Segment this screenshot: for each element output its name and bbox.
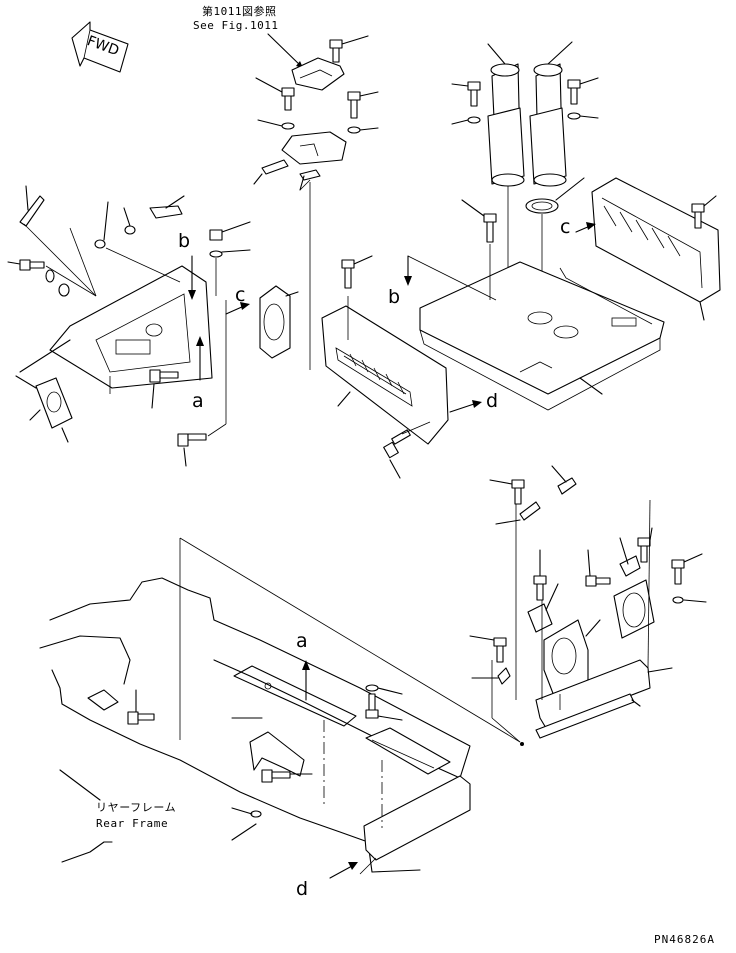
view-marker-c-left: c — [235, 284, 246, 306]
view-marker-d-bottom: d — [296, 878, 309, 900]
lower-right-bracket-group — [469, 465, 707, 746]
figure-reference-en: See Fig.1011 — [193, 19, 279, 32]
view-marker-a-top: a — [192, 390, 204, 412]
exhaust-pipes-group — [451, 41, 599, 314]
rear-frame-label-jp: リヤーフレーム — [96, 801, 177, 814]
view-marker-b-right: b — [388, 286, 401, 308]
rear-frame-label-en: Rear Frame — [96, 817, 169, 830]
upper-bracket-group — [253, 35, 379, 370]
view-marker-a-bottom: a — [296, 630, 308, 652]
figure-reference-jp: 第1011図参照 — [202, 5, 277, 18]
rear-frame-group — [39, 537, 521, 879]
forward-arrow-icon — [71, 21, 129, 73]
view-marker-c-right: c — [560, 216, 571, 238]
part-number: PN46826A — [654, 933, 715, 946]
view-marker-d-right: d — [486, 390, 499, 412]
hood-group — [321, 177, 721, 479]
view-marker-b-left: b — [178, 230, 191, 252]
left-bracket-group — [7, 185, 299, 467]
